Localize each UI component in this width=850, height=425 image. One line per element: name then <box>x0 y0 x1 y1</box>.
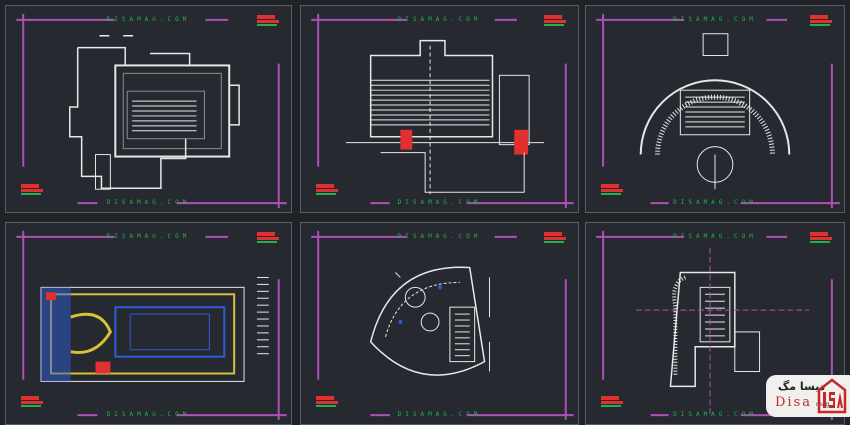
plan-linework <box>639 33 791 190</box>
mini-logo <box>810 232 832 246</box>
watermark-bottom: DISAMAG.COM <box>397 199 482 206</box>
watermark-top: DISAMAG.COM <box>397 233 482 240</box>
plan-linework <box>345 39 544 195</box>
cad-panel-colored-floor-plan: DISAMAG.COM DISAMAG.COM <box>5 222 292 425</box>
brand-suffix: mag <box>816 401 830 408</box>
watermark-top: DISAMAG.COM <box>106 233 191 240</box>
mini-logo <box>316 184 338 198</box>
disamag-brand-logo: دیسا مگ Disa mag <box>766 375 850 417</box>
cad-panel-stadium-plan: DISAMAG.COM DISAMAG.COM <box>585 5 845 213</box>
mini-logo <box>544 15 566 29</box>
watermark-top: DISAMAG.COM <box>673 16 757 23</box>
cad-drawing <box>311 230 574 421</box>
magenta-frame-lines <box>596 13 840 209</box>
mini-logo <box>601 184 623 198</box>
mini-logo <box>810 15 832 29</box>
mini-logo <box>601 396 623 410</box>
mini-logo <box>544 232 566 246</box>
cad-drawing <box>16 230 287 421</box>
cad-drawing <box>311 13 574 209</box>
mini-logo <box>257 15 279 29</box>
cad-panel-floor-plan-1: DISAMAG.COM DISAMAG.COM <box>5 5 292 213</box>
brand-arabic-text: دیسا مگ <box>778 380 826 393</box>
cad-drawing <box>596 13 840 209</box>
magenta-frame-lines <box>16 230 287 421</box>
watermark-bottom: DISAMAG.COM <box>397 411 482 418</box>
magenta-frame-lines <box>311 230 574 421</box>
watermark-bottom: DISAMAG.COM <box>673 199 757 206</box>
cad-panel-floor-plan-2: DISAMAG.COM DISAMAG.COM <box>300 5 579 213</box>
plan-linework <box>635 247 810 417</box>
plan-linework <box>69 34 240 190</box>
brand-name: Disa <box>775 395 813 410</box>
mini-logo <box>21 396 43 410</box>
magenta-frame-lines <box>311 13 574 209</box>
isa-house-icon <box>817 378 847 414</box>
watermark-bottom: DISAMAG.COM <box>106 411 191 418</box>
mini-logo <box>316 396 338 410</box>
watermark-top: DISAMAG.COM <box>106 16 191 23</box>
mini-logo <box>21 184 43 198</box>
watermark-top: DISAMAG.COM <box>673 233 757 240</box>
mini-logo <box>257 232 279 246</box>
watermark-bottom: DISAMAG.COM <box>106 199 191 206</box>
magenta-frame-lines <box>16 13 287 209</box>
cad-drawing <box>16 13 287 209</box>
plan-linework <box>40 276 269 382</box>
cad-panel-curved-building-plan: DISAMAG.COM DISAMAG.COM <box>300 222 579 425</box>
plan-linework <box>369 266 490 376</box>
watermark-bottom: DISAMAG.COM <box>673 411 757 418</box>
watermark-top: DISAMAG.COM <box>397 16 482 23</box>
